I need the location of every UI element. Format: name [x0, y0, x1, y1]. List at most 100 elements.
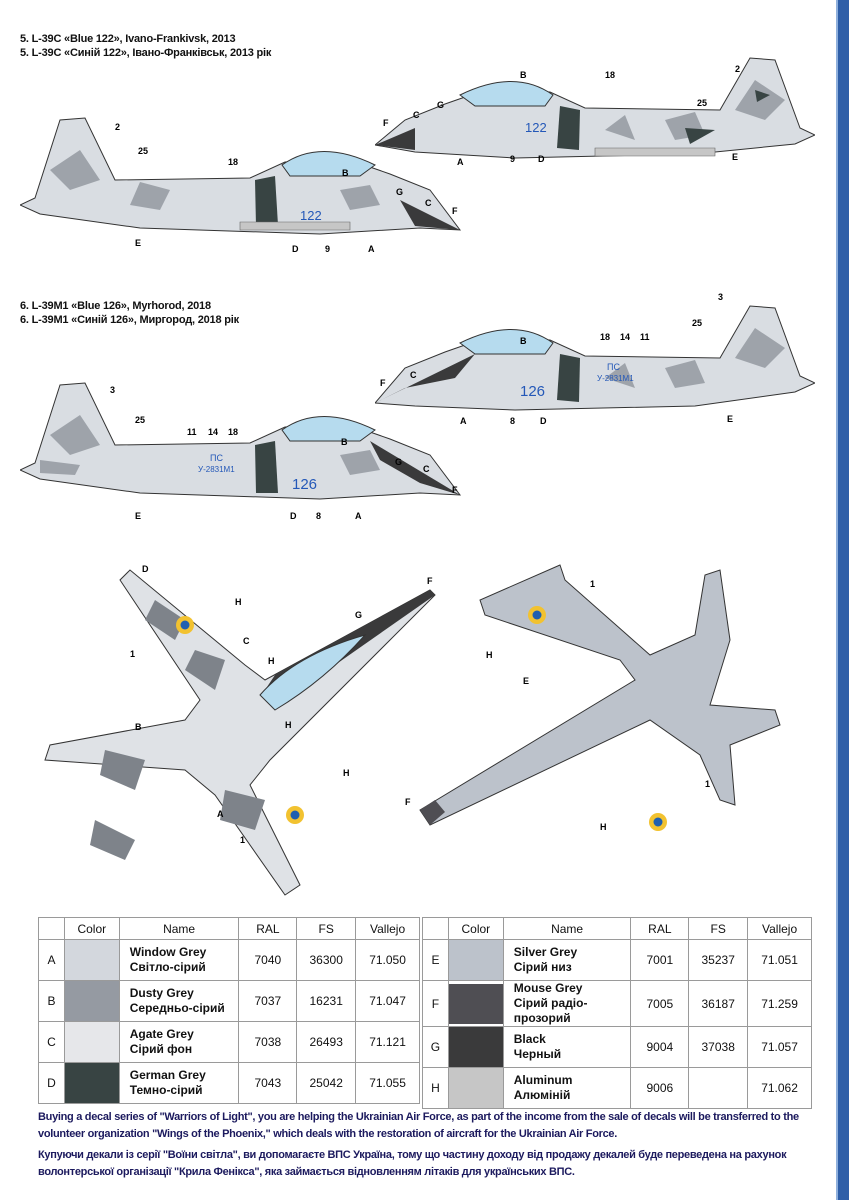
paint-swatch-cell — [63, 939, 120, 981]
callout: D — [292, 244, 299, 254]
paint-code: H — [422, 1067, 449, 1109]
paint-swatch-cell — [63, 980, 120, 1022]
callout: 1 — [590, 579, 595, 589]
marking-serial: У-2831М1 — [597, 374, 634, 383]
callout: H — [235, 597, 242, 607]
callout: 8 — [316, 511, 321, 521]
section5-title-ua: 5. L-39C «Синій 122», Івано-Франківськ, … — [20, 47, 272, 59]
paint-fs: 36300 — [296, 939, 357, 981]
paint-name-ua: Сірий фон — [129, 1042, 193, 1056]
callout: G — [395, 457, 402, 467]
paint-code: E — [422, 939, 449, 981]
paint-vallejo: 71.050 — [355, 939, 420, 981]
callout: 14 — [208, 427, 218, 437]
col-header-fs: FS — [296, 917, 357, 940]
color-swatch — [448, 1068, 503, 1108]
callout: D — [290, 511, 297, 521]
paint-code: F — [422, 980, 449, 1027]
color-swatch — [64, 1063, 119, 1103]
callout: 11 — [187, 427, 197, 437]
paint-code: C — [38, 1021, 65, 1063]
callout: 2 — [735, 64, 740, 74]
callout: E — [523, 676, 529, 686]
callout: C — [410, 370, 417, 380]
tail-number: 122 — [525, 120, 547, 135]
paint-name-ua: Черный — [513, 1047, 562, 1061]
paint-vallejo: 71.051 — [747, 939, 812, 981]
paint-code: G — [422, 1026, 449, 1068]
callout: H — [343, 768, 350, 778]
callout: 3 — [718, 292, 723, 302]
paint-name-en: Window Grey — [129, 945, 207, 959]
callout: F — [405, 797, 411, 807]
callout: H — [600, 822, 607, 832]
callout: A — [457, 157, 464, 167]
paint-swatch-cell — [447, 1067, 504, 1109]
paint-vallejo: 71.047 — [355, 980, 420, 1022]
callout: B — [342, 168, 349, 178]
col-header-color: Color — [447, 917, 504, 940]
table-header-row: Color Name RAL FS Vallejo — [422, 917, 812, 940]
paint-fs: 37038 — [688, 1026, 749, 1068]
col-header-color: Color — [63, 917, 120, 940]
callout: 2 — [115, 122, 120, 132]
callout: 1 — [130, 649, 135, 659]
paint-name-ua: Світло-сірий — [129, 960, 206, 974]
callout: B — [520, 70, 527, 80]
callout: A — [217, 809, 224, 819]
callout: A — [355, 511, 362, 521]
paint-ral: 7038 — [238, 1021, 298, 1063]
marking-ps: ПС — [607, 362, 620, 372]
tail-number: 126 — [292, 476, 317, 493]
callout: D — [538, 154, 545, 164]
section6-profile-right-facing: 126 ПС У-2831М1 3 25 11 14 18 B G C F E … — [20, 382, 462, 521]
paint-swatch-cell — [63, 1062, 120, 1104]
paint-name-en: Black — [513, 1032, 546, 1046]
callout: E — [135, 511, 141, 521]
col-header — [422, 917, 449, 940]
callout: H — [268, 656, 275, 666]
paint-fs: 16231 — [296, 980, 357, 1022]
paint-name-en: Dusty Grey — [129, 986, 194, 1000]
callout: 18 — [605, 70, 615, 80]
paint-name-en: Silver Grey — [513, 945, 578, 959]
callout: E — [727, 414, 733, 424]
section5-profile-left-facing: 122 2 25 18 B G F C A 9 D E — [375, 57, 815, 167]
paint-ral: 7043 — [238, 1062, 298, 1104]
paint-swatch-cell — [63, 1021, 120, 1063]
tail-number: 126 — [520, 383, 545, 400]
footer-text-ua: Купуючи декали із серії "Воїни світла", … — [38, 1149, 787, 1178]
callout: 3 — [110, 385, 115, 395]
section6-title-en: 6. L-39M1 «Blue 126», Myrhorod, 2018 — [20, 300, 211, 312]
marking-ps: ПС — [210, 453, 223, 463]
paint-fs — [688, 1067, 749, 1109]
callout: C — [425, 198, 432, 208]
footer-text-en: Buying a decal series of "Warriors of Li… — [38, 1111, 799, 1140]
bottom-view: 1 H E F H 1 — [405, 564, 781, 832]
paint-name-ua: Алюміній — [513, 1088, 571, 1102]
col-header-ral: RAL — [238, 917, 298, 940]
callout: C — [243, 636, 250, 646]
col-header-vallejo: Vallejo — [355, 917, 420, 940]
col-header-fs: FS — [688, 917, 749, 940]
section5-profile-right-facing: 122 2 25 18 B G C F E D 9 A — [20, 117, 462, 254]
paint-name-en: Agate Grey — [129, 1027, 194, 1041]
paint-ral: 7001 — [630, 939, 690, 981]
callout: B — [341, 437, 348, 447]
callout: 18 — [228, 427, 238, 437]
callout: C — [413, 110, 420, 120]
section5-title: 5. L-39C «Blue 122», Ivano-Frankivsk, 20… — [20, 32, 271, 60]
